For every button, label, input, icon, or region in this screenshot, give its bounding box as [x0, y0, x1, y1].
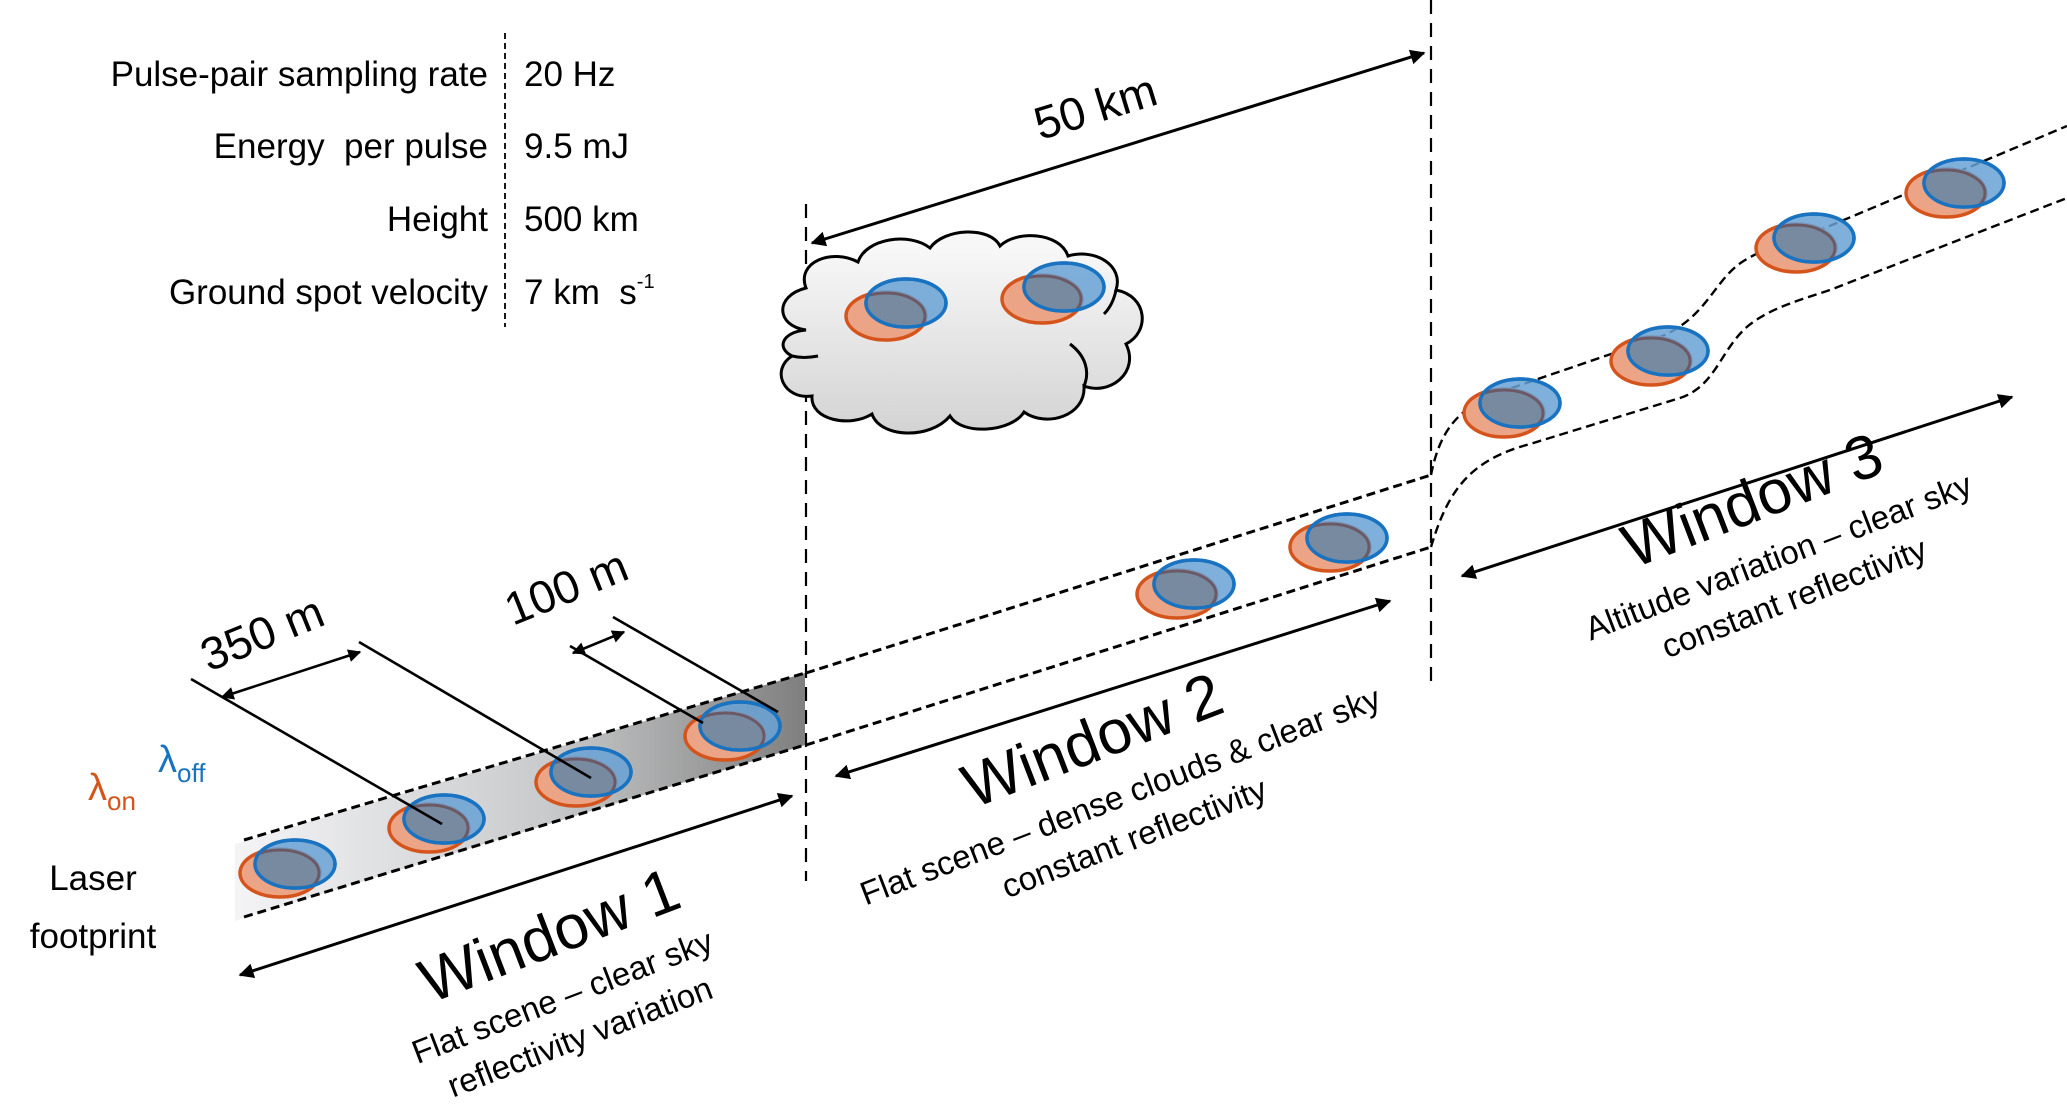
- footprint-lambda-off-outline: [1022, 261, 1106, 313]
- table-row: Energy per pulse 9.5 mJ: [214, 127, 629, 166]
- table-row: Ground spot velocity 7 km s-1: [169, 271, 655, 312]
- window1-extent-arrow: [238, 793, 794, 978]
- footprint-pair: [844, 277, 948, 342]
- lambda-on-label: λon: [88, 767, 136, 816]
- param-value: 9.5 mJ: [524, 127, 629, 166]
- spacing-label-350m: 350 m: [193, 585, 331, 681]
- param-value: 7 km s-1: [524, 271, 655, 312]
- lambda-symbol: λ: [158, 739, 177, 781]
- spacing-label-100m: 100 m: [497, 539, 635, 635]
- lambda-off-label: λoff: [158, 739, 206, 788]
- segment-length-label: 50 km: [1028, 64, 1163, 150]
- spacing-arrow-100m: [571, 630, 626, 655]
- footprint-lambda-off-outline: [864, 277, 948, 329]
- footprint-lambda-off-outline: [1305, 512, 1389, 564]
- leader-line: [358, 640, 592, 780]
- footprint-pair: [1754, 212, 1856, 274]
- track-edge-upper: [805, 473, 1432, 675]
- footprint-lambda-off-outline: [698, 700, 782, 752]
- window2-extent-arrow: [834, 597, 1392, 780]
- footprint-pair: [1462, 377, 1562, 439]
- param-label: Ground spot velocity: [169, 273, 489, 312]
- param-label: Energy per pulse: [214, 127, 488, 166]
- cloud-icon: [779, 230, 1144, 435]
- param-label: Height: [387, 200, 488, 239]
- lambda-symbol: λ: [88, 767, 107, 809]
- window2-caption: Window 2 Flat scene – dense clouds & cle…: [855, 660, 1386, 912]
- leader-line: [569, 644, 704, 725]
- footprint-label: footprint: [30, 917, 157, 956]
- parameters-table: Pulse-pair sampling rate 20 Hz Energy pe…: [111, 33, 655, 327]
- segment-length-arrow: [810, 49, 1426, 247]
- footprint-pair: [1904, 157, 2006, 219]
- footprint-pair: [1609, 325, 1710, 387]
- footprint-pair: [1288, 512, 1389, 573]
- footprint-label: Laser: [49, 859, 137, 898]
- window1-caption: Window 1 Flat scene – clear sky reflecti…: [407, 855, 719, 1104]
- leader-line: [190, 677, 443, 826]
- param-label: Pulse-pair sampling rate: [111, 55, 488, 94]
- param-value-text: 7 km s: [524, 273, 637, 312]
- leader-line: [612, 615, 779, 714]
- footprint-pair: [683, 700, 782, 762]
- footprint-lambda-off-outline: [1772, 212, 1856, 264]
- param-value: 500 km: [524, 200, 639, 239]
- spacing-arrow-350m: [220, 649, 362, 700]
- param-value: 20 Hz: [524, 55, 615, 94]
- param-superscript: -1: [637, 271, 655, 293]
- footprint-pair: [1000, 261, 1106, 325]
- lambda-off-subscript: off: [177, 758, 206, 788]
- footprint-lambda-off-outline: [1922, 157, 2006, 209]
- footprint-lambda-off-outline: [1626, 325, 1710, 377]
- window3-caption: Window 3 Altitude variation – clear sky …: [1580, 420, 1977, 665]
- window3-extent-arrow: [1460, 394, 2014, 579]
- table-row: Height 500 km: [387, 200, 639, 239]
- table-row: Pulse-pair sampling rate 20 Hz: [111, 55, 616, 94]
- lambda-on-subscript: on: [107, 786, 136, 816]
- footprint-pair: [1135, 558, 1236, 620]
